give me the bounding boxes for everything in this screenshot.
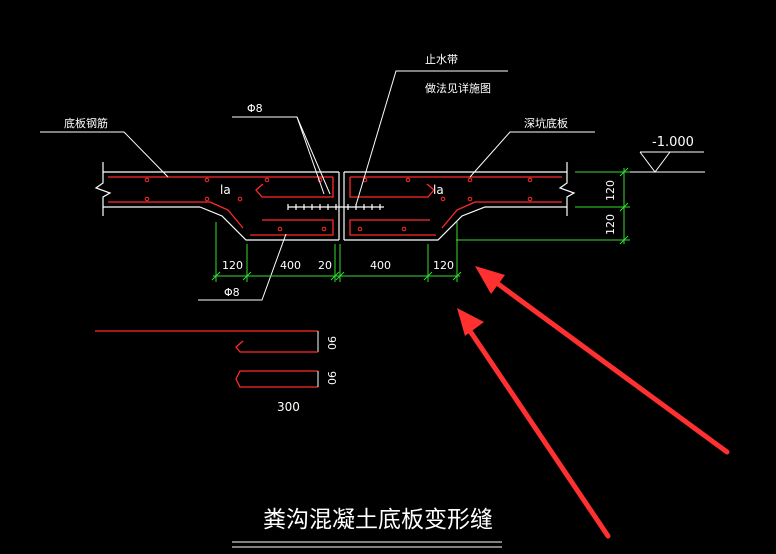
title-underline <box>232 541 502 548</box>
dim-vert-upper-120: 120 <box>604 180 617 201</box>
la-left-label: la <box>220 183 231 197</box>
slab-outline <box>94 162 576 241</box>
dim-left-120: 120 <box>222 259 243 272</box>
phi8-bottom-label: Φ8 <box>224 286 240 299</box>
dim-gap-20: 20 <box>318 259 332 272</box>
rebar-detail <box>95 330 319 388</box>
dim-vert-lower-120: 120 <box>604 214 617 235</box>
waterstop <box>287 204 384 210</box>
slab-rebar-label: 底板钢筋 <box>64 116 108 130</box>
detail-length-300: 300 <box>277 400 300 414</box>
dim-right-400: 400 <box>370 259 391 272</box>
dim-left-400: 400 <box>280 259 301 272</box>
rebar-dots <box>144 177 533 232</box>
detail-straight-90: 90 <box>325 371 338 385</box>
phi8-top-label: Φ8 <box>247 102 263 115</box>
annotation-arrows <box>457 266 730 539</box>
elevation-label: -1.000 <box>652 135 694 150</box>
detail-hook-90: 90 <box>325 336 338 350</box>
dim-right-120: 120 <box>433 259 454 272</box>
la-right-label: la <box>433 183 444 197</box>
pit-slab-label: 深坑底板 <box>524 116 568 130</box>
dimension-lines <box>211 167 630 282</box>
waterstop-note: 做法见详施图 <box>425 81 491 95</box>
rebar <box>108 176 562 236</box>
drawing-title: 粪沟混凝土底板变形缝 <box>263 507 493 533</box>
waterstop-label: 止水带 <box>425 53 458 66</box>
elevation-symbol <box>639 151 704 173</box>
